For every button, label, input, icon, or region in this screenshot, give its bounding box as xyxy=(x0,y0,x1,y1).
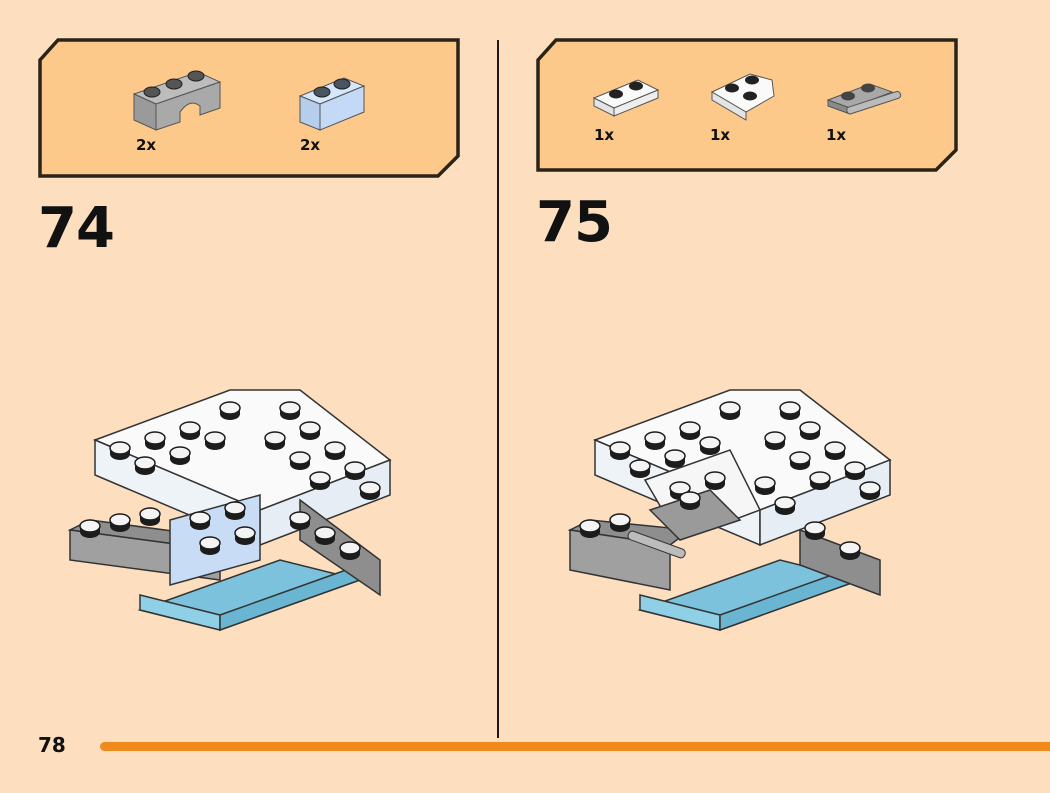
parts-box-step-74: 2x 2x xyxy=(38,38,462,178)
step-divider xyxy=(497,40,499,738)
white-wedge-plate-icon xyxy=(710,73,775,121)
build-model-step-74 xyxy=(67,389,392,632)
page-number: 78 xyxy=(38,733,66,757)
part-quantity: 2x xyxy=(136,136,157,154)
light-blue-brick-1x2-icon xyxy=(298,77,366,131)
page-accent-bar xyxy=(100,742,1050,751)
part-quantity: 2x xyxy=(300,136,321,154)
step-number: 74 xyxy=(38,196,115,261)
part-quantity: 1x xyxy=(710,126,731,144)
gray-arch-1x3-icon xyxy=(132,70,222,131)
parts-box-step-75: 1x 1x 1x xyxy=(536,38,960,172)
parts-box-frame xyxy=(38,38,460,178)
white-plate-1x2-icon xyxy=(592,79,660,117)
step-number: 75 xyxy=(536,190,613,255)
part-quantity: 1x xyxy=(826,126,847,144)
part-quantity: 1x xyxy=(594,126,615,144)
gray-plate-with-bar-handles-icon xyxy=(826,83,902,115)
build-model-step-75 xyxy=(567,389,892,632)
